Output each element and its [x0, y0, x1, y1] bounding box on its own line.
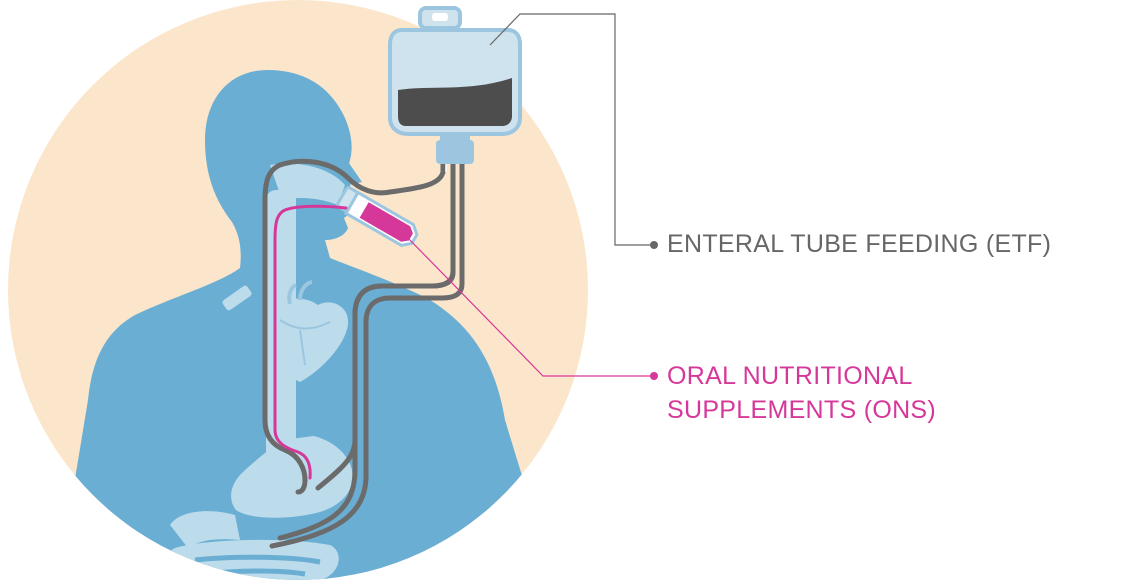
ons-label: ORAL NUTRITIONAL SUPPLEMENTS (ONS)	[667, 359, 936, 427]
ons-leader-dot	[650, 372, 658, 380]
etf-label: ENTERAL TUBE FEEDING (ETF)	[667, 227, 1051, 261]
ons-label-line2: SUPPLEMENTS (ONS)	[667, 393, 936, 427]
ons-label-line1: ORAL NUTRITIONAL	[667, 359, 936, 393]
etf-leader-dot	[650, 241, 658, 249]
